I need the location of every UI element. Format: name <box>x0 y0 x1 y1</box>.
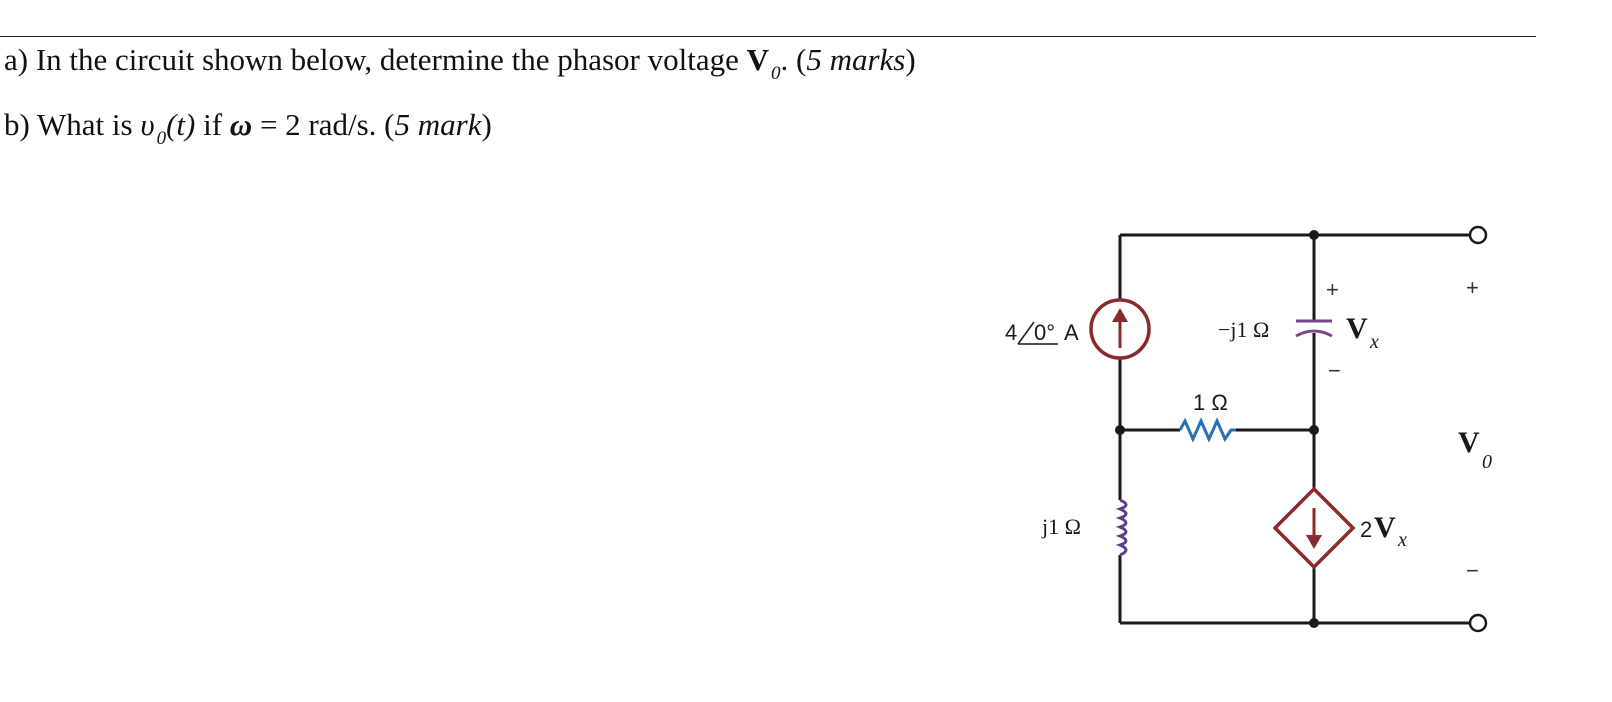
question-a: a) In the circuit shown below, determine… <box>4 42 916 83</box>
top-rule <box>0 36 1536 37</box>
time-argument: (t) <box>166 107 196 142</box>
omega-symbol: ω <box>229 107 253 142</box>
current-source-magnitude: 4 <box>1005 320 1017 345</box>
vx-symbol: V <box>1346 312 1368 345</box>
question-a-close: ) <box>905 42 916 77</box>
voltage-function-subscript: 0 <box>156 128 167 149</box>
junction-dot <box>1309 425 1319 435</box>
output-terminal-top <box>1468 225 1488 245</box>
voltage-function: υ <box>140 107 155 142</box>
vo-plus-sign: + <box>1466 275 1479 300</box>
inductor <box>1115 498 1128 557</box>
question-a-marks: 5 marks <box>806 42 906 77</box>
junction-dot <box>1309 618 1319 628</box>
dependent-current-source <box>1272 486 1356 570</box>
phasor-symbol: V <box>746 42 769 77</box>
vx-minus-sign: − <box>1328 358 1341 383</box>
current-source-unit: A <box>1064 320 1079 345</box>
question-b-close: ) <box>481 107 492 142</box>
question-b-prefix: b) What is <box>4 107 141 142</box>
resistor <box>1178 417 1236 443</box>
question-b-marks: 5 mark <box>394 107 482 142</box>
junction-dot <box>1309 230 1319 240</box>
vx-subscript: x <box>1369 331 1379 353</box>
circuit-wires <box>1118 233 1470 625</box>
capacitor <box>1295 319 1333 338</box>
capacitor-label: −j1 Ω <box>1218 317 1269 342</box>
question-b-mid: if <box>195 107 230 142</box>
current-source <box>1089 298 1151 360</box>
dependent-source-coefficient: 2 <box>1360 517 1372 542</box>
dependent-source-symbol: V <box>1374 511 1396 544</box>
inductor-label: j1 Ω <box>1041 514 1081 539</box>
question-a-suffix: . ( <box>780 42 807 77</box>
output-terminal-bottom <box>1468 613 1488 633</box>
phasor-subscript: 0 <box>771 63 781 84</box>
question-b-value: = 2 rad/s. ( <box>252 107 395 142</box>
question-a-prefix: a) In the circuit shown below, determine… <box>4 42 747 77</box>
dependent-source-subscript: x <box>1397 529 1407 551</box>
junction-dot <box>1115 425 1125 435</box>
vo-subscript: 0 <box>1482 451 1492 473</box>
angle-symbol <box>1017 321 1035 345</box>
current-source-angle: 0° <box>1034 320 1055 345</box>
vx-plus-sign: + <box>1326 277 1339 302</box>
vo-symbol: V <box>1458 426 1480 459</box>
resistor-label: 1 Ω <box>1193 390 1228 415</box>
current-source-label: 4 0° A <box>1005 320 1079 345</box>
vo-minus-sign: − <box>1466 558 1479 583</box>
